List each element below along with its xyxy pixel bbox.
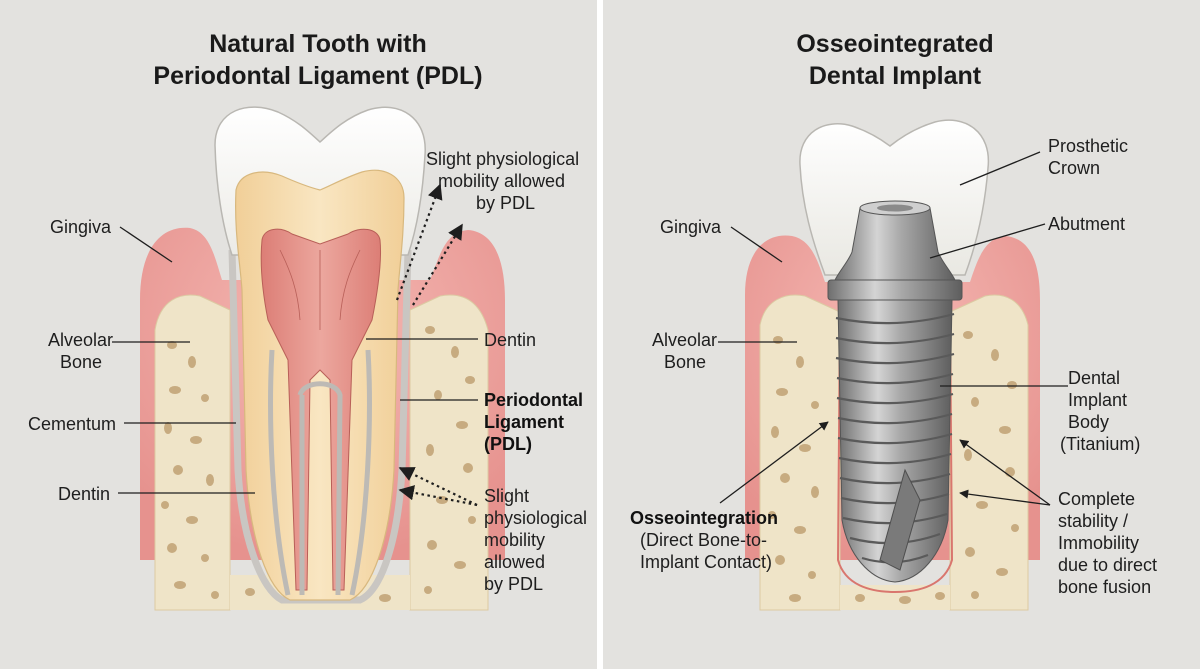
label-osseo-3: Implant Contact) — [640, 552, 772, 572]
label-pdl-3: (PDL) — [484, 434, 532, 454]
tooth-pulp — [260, 228, 381, 591]
implant-cutting-flute — [879, 468, 921, 571]
natural-tooth-panel: Natural Tooth with Periodontal Ligament … — [28, 30, 587, 611]
label-stability-2: stability / — [1058, 511, 1128, 531]
panel-divider — [597, 0, 603, 669]
right-label-gingiva: Gingiva — [660, 217, 722, 237]
left-leader-lines — [112, 183, 478, 507]
label-osseo-2: (Direct Bone-to- — [640, 530, 767, 550]
right-title-line2: Dental Implant — [809, 62, 982, 90]
label-mobility-bottom-4: allowed — [484, 552, 545, 572]
label-implant-3: Body — [1068, 412, 1109, 432]
root-canal-outline — [268, 349, 372, 596]
label-pdl-1: Periodontal — [484, 390, 583, 410]
implant-abutment — [827, 200, 963, 301]
prosthetic-crown — [799, 119, 990, 276]
right-leader-lines — [718, 151, 1068, 506]
osseointegration-contact — [836, 311, 954, 594]
label-mobility-bottom-3: mobility — [484, 530, 545, 550]
left-title-line2: Periodontal Ligament (PDL) — [153, 62, 482, 90]
label-stability-3: Immobility — [1058, 533, 1139, 553]
left-title-line1: Natural Tooth with — [209, 30, 427, 58]
label-mobility-top-2: mobility allowed — [438, 171, 565, 191]
dental-implant-panel: Osseointegrated Dental Implant — [630, 30, 1157, 611]
left-label-cementum: Cementum — [28, 414, 116, 434]
label-mobility-bottom-2: physiological — [484, 508, 587, 528]
label-mobility-bottom-1: Slight — [484, 486, 529, 506]
label-crown-2: Crown — [1048, 158, 1100, 178]
left-alveolar-bone — [154, 294, 489, 611]
pulp-vessels — [279, 249, 361, 330]
right-label-alveolar-2: Bone — [664, 352, 706, 372]
right-of-tooth-label-dentin: Dentin — [484, 330, 536, 350]
right-alveolar-bone — [759, 294, 1029, 611]
label-implant-4: (Titanium) — [1060, 434, 1140, 454]
left-label-dentin: Dentin — [58, 484, 110, 504]
label-mobility-top-3: by PDL — [476, 193, 535, 213]
label-crown-1: Prosthetic — [1048, 136, 1128, 156]
label-stability-4: due to direct — [1058, 555, 1157, 575]
label-implant-1: Dental — [1068, 368, 1120, 388]
label-implant-2: Implant — [1068, 390, 1127, 410]
label-osseo-1: Osseointegration — [630, 508, 778, 528]
right-title-line1: Osseointegrated — [796, 30, 993, 58]
label-pdl-2: Ligament — [484, 412, 564, 432]
left-label-alveolar-2: Bone — [60, 352, 102, 372]
label-abutment: Abutment — [1048, 214, 1125, 234]
right-label-alveolar-1: Alveolar — [652, 330, 717, 350]
label-mobility-bottom-5: by PDL — [484, 574, 543, 594]
implant-body — [835, 299, 955, 583]
label-stability-5: bone fusion — [1058, 577, 1151, 597]
left-label-gingiva: Gingiva — [50, 217, 112, 237]
left-label-alveolar-1: Alveolar — [48, 330, 113, 350]
label-stability-1: Complete — [1058, 489, 1135, 509]
label-mobility-top-1: Slight physiological — [426, 149, 579, 169]
